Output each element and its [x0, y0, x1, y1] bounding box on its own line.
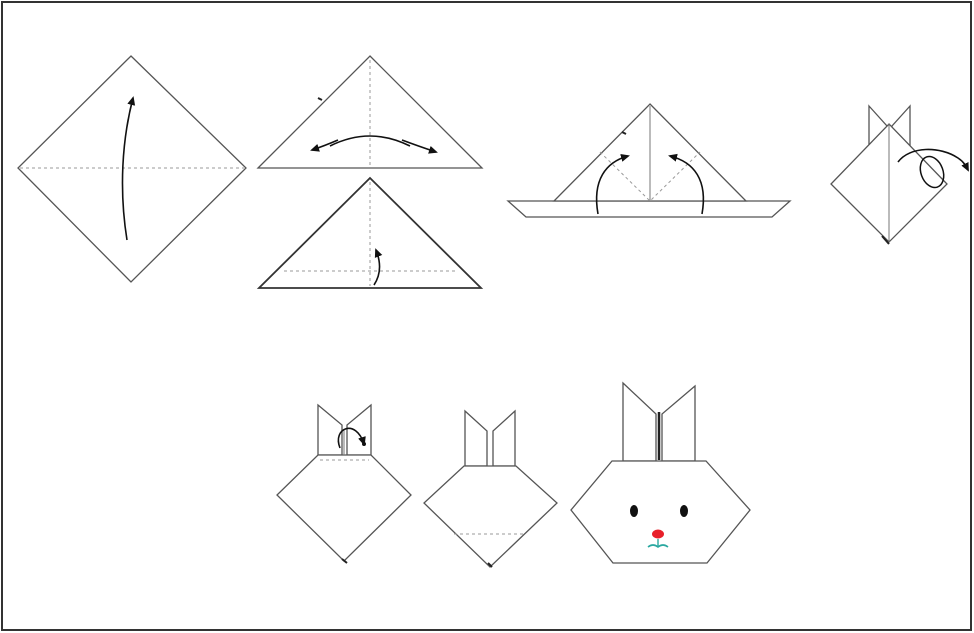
step-8-head	[571, 461, 750, 563]
step-7-head	[424, 466, 557, 567]
step-4-ears-fold	[508, 104, 790, 217]
step-6-head	[277, 455, 411, 561]
step-1-diamond	[18, 56, 246, 282]
step-7-left-ear	[465, 411, 487, 466]
step-8-right-ear	[662, 386, 695, 461]
step-5-fold-behind	[831, 106, 968, 244]
step-1-paper-square	[18, 56, 246, 282]
step-3-triangle-bottom	[259, 178, 481, 288]
step-2-mark	[318, 98, 322, 100]
step-4-brim	[508, 201, 790, 217]
right-eye	[680, 505, 688, 517]
nose	[652, 530, 664, 539]
step-6-left-ear	[318, 405, 342, 455]
step-6-right-ear	[347, 405, 371, 455]
step-8-left-ear	[623, 383, 656, 461]
step-6-ear-tip-fold	[277, 405, 411, 563]
step-6-dot	[362, 442, 366, 446]
step-7-shape-head	[424, 411, 557, 567]
step-2-triangle-top	[258, 56, 482, 168]
left-eye	[630, 505, 638, 517]
step-8-finished-rabbit	[571, 383, 750, 563]
step-7-right-ear	[493, 411, 515, 466]
